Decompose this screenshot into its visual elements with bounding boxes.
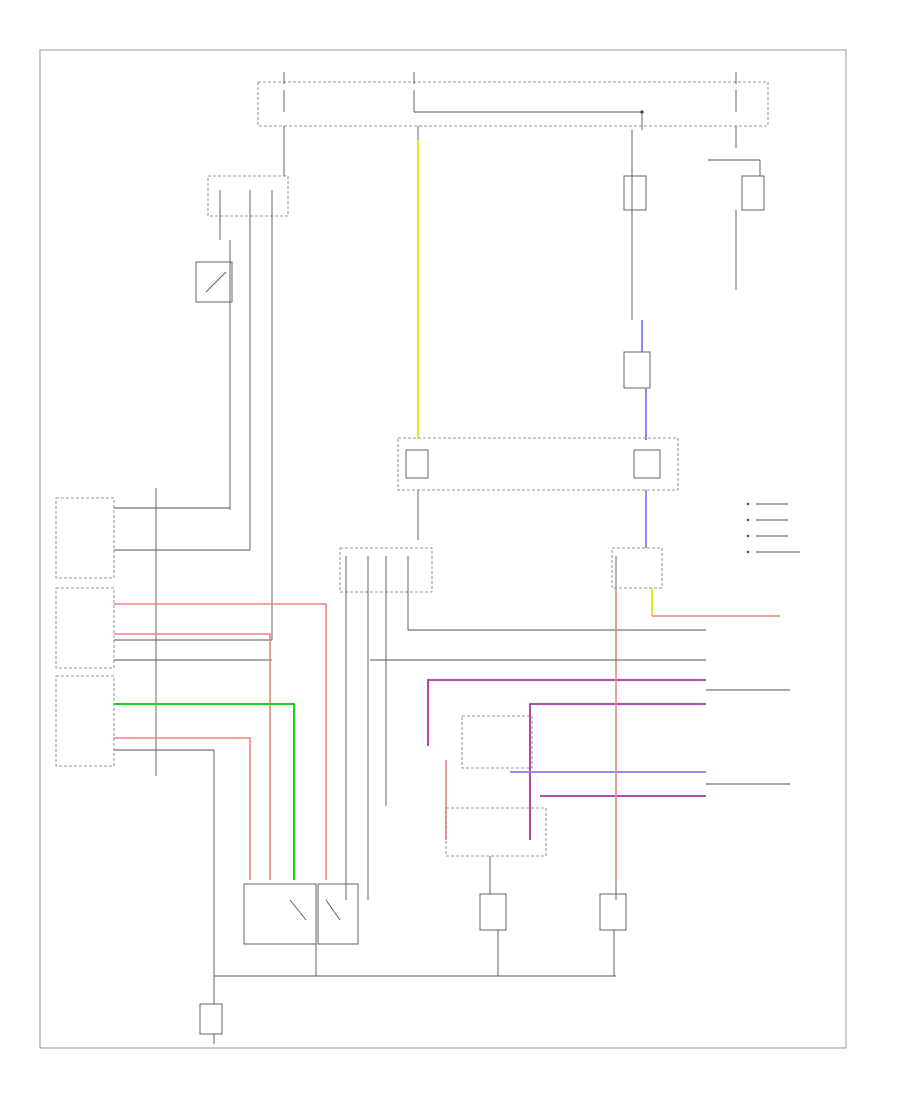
colored-wires-right: [370, 588, 790, 880]
switch-cluster-top-left: [195, 140, 289, 640]
green-wire: [114, 703, 295, 880]
fuse-junction-box: [257, 72, 769, 161]
legend: [746, 502, 800, 554]
red-wire-1: [114, 603, 327, 880]
center-wiring: [339, 126, 706, 900]
colored-wires-left: [114, 603, 327, 880]
bottom-switch-block: [199, 856, 627, 1044]
red-wire-3: [114, 737, 251, 880]
diagram-border: [39, 49, 847, 1049]
right-column-wiring: [611, 130, 780, 900]
red-wire-2: [114, 633, 271, 880]
left-module: [55, 488, 272, 976]
purple-wire-1: [427, 679, 706, 746]
purple-wire-2: [529, 703, 706, 840]
